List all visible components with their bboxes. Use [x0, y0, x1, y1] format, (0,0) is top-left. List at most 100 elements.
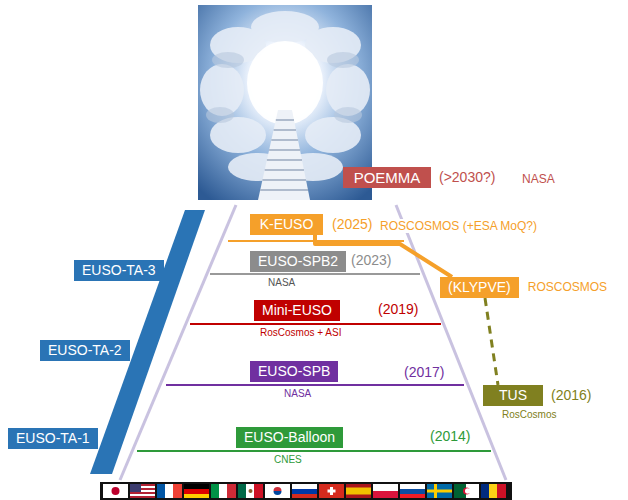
flag-strip-part-part: [427, 484, 452, 498]
flag-strip-part: [100, 482, 512, 500]
flag-strip-part: [130, 484, 155, 498]
flag-strip-part: [373, 484, 398, 498]
box-text: EUSO-TA-2: [48, 342, 122, 358]
flag-strip-part: [184, 484, 209, 498]
box-text: EUSO-TA-3: [82, 262, 156, 278]
flag-strip-part-part: [184, 489, 209, 494]
ground-test-box: EUSO-TA-2: [40, 340, 130, 361]
mission-box: K-EUSO: [250, 214, 323, 235]
flag-strip-part-part: [130, 484, 155, 498]
flag-strip-part-part: [292, 494, 317, 498]
flag-strip-part-part: [400, 489, 425, 494]
flag-strip-part-part: [265, 484, 290, 498]
flag-strip-part-part: [292, 489, 317, 494]
mission-box: Mini-EUSO: [254, 300, 340, 321]
year-label: (2023): [349, 252, 393, 269]
heaven-picture-part-part: [212, 52, 244, 68]
flag-strip-part-part: [130, 494, 155, 496]
flag-strip-part: [319, 484, 344, 498]
flag-strip-part-part: [184, 484, 209, 489]
box-text: POEMMA: [354, 169, 421, 186]
mission-box: EUSO-Balloon: [236, 427, 343, 448]
step-line: [137, 450, 491, 452]
flag-strip-part-part: [346, 484, 371, 498]
year-label: (2019): [376, 301, 420, 318]
flag-strip-part-part: [427, 490, 452, 493]
flag-strip-part-part: [481, 484, 490, 498]
pyramid-edge: [396, 205, 506, 480]
heaven-picture-part-part: [271, 139, 298, 141]
flag-strip-part-part: [274, 491, 282, 495]
flag-strip-part: [211, 484, 236, 498]
heaven-picture-part-part: [206, 107, 234, 123]
box-text: Mini-EUSO: [262, 302, 332, 318]
flag-strip-part-part: [249, 489, 253, 493]
flag-strip-part-part: [238, 484, 247, 498]
year-label: (2016): [549, 387, 593, 404]
heaven-picture-part-part: [267, 159, 302, 161]
heaven-picture-part-part: [276, 119, 294, 121]
box-text: K-EUSO: [260, 216, 314, 232]
flag-strip-part-part: [465, 488, 471, 494]
agency-label: RosCosmos: [500, 409, 558, 421]
lineage-connector: [485, 298, 498, 385]
box-text: EUSO-Balloon: [244, 429, 335, 445]
flag-strip-part-part: [346, 488, 371, 495]
agency-label: NASA: [520, 172, 557, 186]
flag-strip-part: [265, 484, 290, 498]
agency-label: NASA: [266, 277, 297, 289]
flag-strip-part: [292, 484, 317, 498]
flag-strip-part: [238, 484, 263, 498]
heaven-picture-part-part: [269, 149, 300, 151]
flag-strip-part-part: [373, 484, 398, 491]
heaven-picture-part-part: [327, 52, 359, 68]
step-line: [210, 273, 420, 275]
flag-strip-part-part: [400, 494, 425, 498]
agency-label: ROSCOSMOS: [526, 280, 609, 294]
flag-strip-part-part: [103, 484, 128, 498]
mission-box: EUSO-SPB2: [250, 251, 346, 272]
flag-strip-part-part: [184, 494, 209, 498]
box-text: EUSO-SPB2: [258, 253, 338, 269]
box-text: EUSO-SPB: [258, 363, 330, 379]
flag-strip-part: [481, 484, 506, 498]
flag-strip-part: [454, 484, 479, 498]
box-text: TUS: [499, 387, 527, 403]
flag-strip-part-part: [319, 484, 344, 498]
flag-strip-part-part: [292, 484, 317, 489]
flag-strip-part-part: [463, 488, 470, 495]
box-text: (KLYPVE): [448, 279, 511, 295]
flag-strip-part-part: [157, 484, 166, 498]
flag-strip-part: [427, 484, 452, 498]
heaven-picture-part: [258, 110, 310, 200]
ground-test-box: EUSO-TA-3: [74, 260, 164, 281]
flag-strip-part-part: [211, 484, 220, 498]
agency-label: ROSCOSMOS (+ESA MoQ?): [378, 219, 539, 233]
flag-strip-part-part: [274, 487, 282, 491]
heaven-picture-part-part: [265, 169, 304, 171]
year-label: (2014): [428, 428, 472, 445]
flag-strip-part-part: [227, 484, 236, 498]
step-line: [190, 323, 441, 325]
flag-strip-part-part: [400, 484, 425, 489]
flag-strip-part-part: [489, 484, 498, 498]
year-label: (>2030?): [437, 169, 497, 186]
flag-strip-part-part: [328, 490, 336, 493]
heaven-picture-part-part: [260, 189, 308, 191]
agency-label: NASA: [282, 388, 313, 400]
flag-strip-part: [346, 484, 371, 498]
flag-strip-part-part: [246, 484, 255, 498]
step-line: [166, 384, 464, 386]
flag-strip-part-part: [165, 484, 174, 498]
flag-strip-part-part: [466, 484, 479, 498]
heaven-picture-part-part: [274, 129, 296, 131]
flag-strip-part: [103, 484, 128, 498]
mission-box: (KLYPVE): [440, 277, 519, 298]
flag-strip-part: [400, 484, 425, 498]
ground-test-box: EUSO-TA-1: [8, 428, 98, 449]
year-label: (2025): [330, 216, 374, 233]
mission-box: TUS: [483, 385, 543, 406]
flag-strip: [100, 482, 512, 500]
agency-label: CNES: [272, 454, 304, 466]
